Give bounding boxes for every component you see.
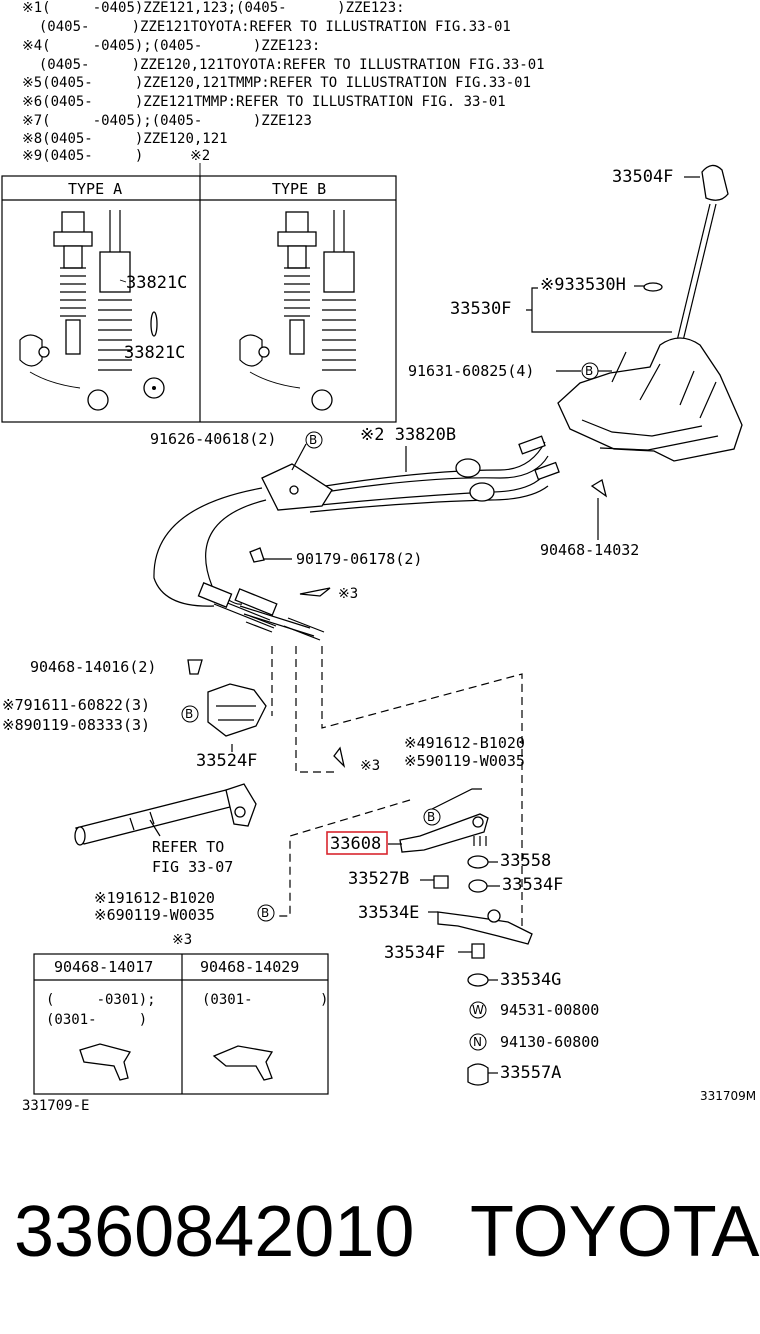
svg-text:B: B [585,364,593,378]
svg-text:B: B [185,707,193,721]
clip-table-col1-line1: ( -0301); [46,992,156,1008]
svg-text:B: B [309,433,317,447]
label-33534e: 33534E [358,903,419,923]
callout-b-marker [257,904,275,922]
label-90119-08333: ※890119-08333(3) [2,716,150,734]
label-33504f: 33504F [612,167,673,187]
note-ref: ※2 [190,148,210,164]
ring-clip-icon [150,311,158,337]
label-ref3-mid: ※3 [360,758,380,774]
callout-b-marker [305,431,323,449]
applicability-notes: ※1( -0405)ZZE121,123;(0405- )ZZE123: (04… [22,0,545,164]
label-33527b: 33527B [348,869,409,889]
note-line: (0405- )ZZE120,121TOYOTA:REFER TO ILLUST… [22,57,545,73]
svg-text:W: W [472,1003,484,1017]
label-94130: 94130-60800 [500,1033,599,1051]
label-90468-14016: 90468-14016(2) [30,658,156,676]
note-line: ※7( -0405);(0405- )ZZE123 [22,113,312,129]
note-line: ※5(0405- )ZZE120,121TMMP:REFER TO ILLUST… [22,75,531,91]
dashed-guides [271,646,523,934]
washer-marker-w [469,1001,487,1019]
clip-90179-icon [249,547,265,563]
type-b-cable-end-icon [239,210,356,411]
label-33820b: ※2 33820B [360,425,456,445]
bushing-33558-icon [467,855,489,869]
clip-table-col2-header: 90468-14029 [200,958,299,976]
clip-90468-14016-icon [187,659,203,675]
type-b-heading: TYPE B [272,180,326,198]
shift-knob-icon [701,164,729,201]
fig-code-right: 331709M [700,1089,756,1103]
type-a-heading: TYPE A [68,180,122,198]
bushing-33534f-b-icon [471,943,485,959]
label-33534f-a: 33534F [502,875,563,895]
clip-variant-b-icon [212,1045,274,1081]
label-91612-lower: ※191612-B1020 [94,889,215,907]
clip-variant-a-icon [79,1043,132,1081]
clip-ref3-icon [333,746,346,769]
washer-icon [643,282,663,292]
svg-text:B: B [427,810,435,824]
label-33530h: ※933530H [540,275,626,295]
label-33524f: 33524F [196,751,257,771]
label-91611: ※791611-60822(3) [2,696,150,714]
label-refer-fig: FIG 33-07 [152,858,233,876]
highlight-box-33608 [326,831,388,855]
clip-ref3-icon [299,587,331,597]
label-33821c-upper: 33821C [126,273,187,293]
type-box-frame [1,175,397,423]
shift-lever-assembly [557,164,743,498]
label-33558: 33558 [500,851,551,871]
bushing-33534f-icon [468,879,488,893]
label-33608[interactable]: 33608 [330,834,381,854]
note-line: ※1( -0405)ZZE121,123;(0405- )ZZE123: [22,0,405,16]
label-91626: 91626-40618(2) [150,430,276,448]
label-91631: 91631-60825(4) [408,362,534,380]
retainer-33524f-icon [207,683,267,737]
cap-33557a-icon [467,1063,489,1086]
shift-rod-icon [74,783,257,846]
bushing-33534g-icon [467,973,489,987]
nut-33527b-icon [433,875,449,889]
label-90468-14032: 90468-14032 [540,541,639,559]
label-91612-upper: ※491612-B1020 [404,734,525,752]
shifter-housing-icon [557,337,743,462]
callout-b-marker [181,705,199,723]
label-33534g: 33534G [500,970,561,990]
label-33557a: 33557A [500,1063,561,1083]
label-90119-lower: ※690119-W0035 [94,906,215,924]
type-comparison-box: TYPE A TYPE B 33821C 33821C [1,163,397,423]
clip-table-col2-line1: (0301- ) [202,992,328,1008]
footer-brand: TOYOTA [470,1192,759,1272]
fig-code-left: 331709-E [22,1098,89,1114]
svg-text:N: N [473,1035,482,1049]
lever-33534e-icon [437,911,533,945]
label-ref3-upper: ※3 [338,586,358,602]
clip-variant-table: 90468-14017 90468-14029 ( -0301); (0301-… [33,953,329,1095]
footer-part-number: 3360842010 [14,1192,414,1272]
clip-table-col1-line2: (0301- ) [46,1012,147,1028]
label-90119-upper: ※590119-W0035 [404,752,525,770]
label-33821c-lower: 33821C [124,343,185,363]
note-line: ※8(0405- )ZZE120,121 [22,131,228,147]
label-33534f-b: 33534F [384,943,445,963]
label-94531: 94531-00800 [500,1001,599,1019]
label-90179: 90179-06178(2) [296,550,422,568]
clip-90468-icon [590,478,608,498]
note-line: ※4( -0405);(0405- )ZZE123: [22,38,320,54]
nut-marker-n [469,1033,487,1051]
label-ref3-lower: ※3 [172,932,192,948]
note-line: ※9(0405- ) [22,148,143,164]
clip-table-col1-header: 90468-14017 [54,958,153,976]
note-line: (0405- )ZZE121TOYOTA:REFER TO ILLUSTRATI… [22,19,511,35]
note-line: ※6(0405- )ZZE121TMMP:REFER TO ILLUSTRATI… [22,94,506,110]
lever-33608-icon [399,813,489,853]
svg-text:B: B [261,906,269,920]
shift-cables [153,435,560,641]
label-33530f: 33530F [450,299,511,319]
label-refer-to: REFER TO [152,838,224,856]
type-a-cable-end-icon [19,210,132,411]
